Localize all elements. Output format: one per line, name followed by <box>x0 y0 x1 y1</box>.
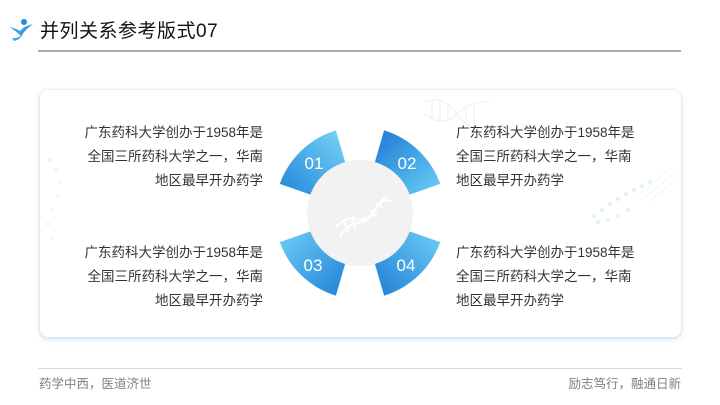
segment-02: 02 <box>372 130 441 198</box>
item-text-line: 广东药科大学创办于1958年是 <box>456 125 635 140</box>
content-card: 广东药科大学创办于1958年是 全国三所药科大学之一，华南 地区最早开办药学 广… <box>40 90 681 337</box>
dna-icon <box>335 196 391 238</box>
item-text-01: 广东药科大学创办于1958年是 全国三所药科大学之一，华南 地区最早开办药学 <box>48 121 263 193</box>
center-circle <box>307 160 413 266</box>
segment-number: 02 <box>398 154 417 173</box>
segment-number: 04 <box>397 256 416 275</box>
dna-decoration-icon <box>423 99 491 129</box>
dna-decoration-icon <box>46 158 62 240</box>
item-text-04: 广东药科大学创办于1958年是 全国三所药科大学之一，华南 地区最早开办药学 <box>456 241 671 313</box>
parallel-diagram: 01 02 03 04 <box>279 130 441 296</box>
item-text-03: 广东药科大学创办于1958年是 全国三所药科大学之一，华南 地区最早开办药学 <box>48 241 263 313</box>
title-divider <box>38 50 681 52</box>
item-text-line: 全国三所药科大学之一，华南 <box>456 269 632 284</box>
segment-number: 03 <box>304 256 323 275</box>
item-text-line: 广东药科大学创办于1958年是 <box>456 245 635 260</box>
footer-motto-left: 药学中西，医道济世 <box>39 377 152 391</box>
segment-03: 03 <box>279 228 348 296</box>
item-text-line: 地区最早开办药学 <box>155 173 263 188</box>
item-text-line: 地区最早开办药学 <box>456 173 564 188</box>
item-text-line: 广东药科大学创办于1958年是 <box>84 245 263 260</box>
item-text-line: 全国三所药科大学之一，华南 <box>87 149 264 164</box>
runner-swoosh-logo-icon <box>9 19 33 41</box>
footer-motto-right: 励志笃行，融通日新 <box>568 377 681 391</box>
item-text-line: 全国三所药科大学之一，华南 <box>87 269 264 284</box>
page-title: 并列关系参考版式07 <box>40 21 219 42</box>
segment-number: 01 <box>305 154 324 173</box>
segment-01: 01 <box>279 130 348 198</box>
item-text-line: 广东药科大学创办于1958年是 <box>84 125 263 140</box>
footer-divider <box>38 368 682 369</box>
dna-decoration-icon <box>592 169 677 224</box>
item-text-line: 全国三所药科大学之一，华南 <box>456 149 632 164</box>
item-text-02: 广东药科大学创办于1958年是 全国三所药科大学之一，华南 地区最早开办药学 <box>456 121 671 193</box>
item-text-line: 地区最早开办药学 <box>456 293 564 308</box>
item-text-line: 地区最早开办药学 <box>155 293 263 308</box>
segment-04: 04 <box>372 228 441 296</box>
